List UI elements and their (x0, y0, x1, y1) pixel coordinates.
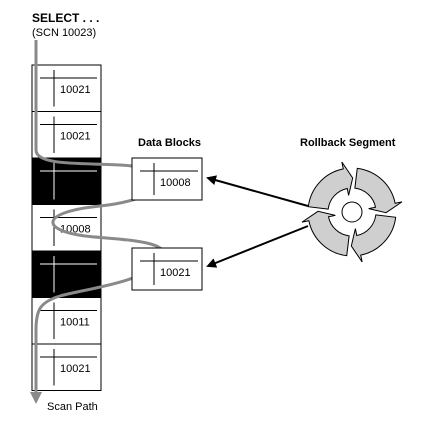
rollback-cycle-arrow (354, 167, 403, 214)
rollback-segment-title: Rollback Segment (300, 137, 396, 149)
data-block-box (131, 247, 203, 291)
table-block-box (31, 343, 102, 391)
data-block: 10008 (131, 157, 203, 201)
table-block-scn: 10024 (60, 270, 91, 282)
scan-path-label: Scan Path (47, 401, 98, 413)
rollback-to-block-10021-arrow (206, 225, 309, 268)
table-block: 10021 (31, 343, 102, 391)
table-block: 10021 (31, 64, 102, 112)
rollback-segment-icon (301, 161, 403, 263)
query-statement: SELECT . . . (32, 11, 99, 25)
data-block-box (131, 157, 203, 201)
table-block-scn: 10024 (60, 177, 91, 189)
rollback-cycle-arrow (350, 214, 397, 263)
table-block: 10021 (31, 111, 102, 159)
data-blocks-group: 10008 10021 (131, 157, 203, 291)
table-block-box (31, 111, 102, 159)
rollback-cycle-arrow (307, 161, 354, 210)
data-block-scn: 10008 (160, 177, 191, 189)
rollback-to-block-10008-arrow (206, 175, 309, 207)
table-block-scn: 10021 (60, 131, 91, 143)
table-block-box (31, 64, 102, 112)
table-block-changed (31, 157, 102, 205)
query-scn: (SCN 10023) (32, 27, 96, 39)
table-block-scn: 10021 (60, 363, 91, 375)
rollback-cycle-arrow (301, 210, 350, 257)
table-block: 10024 (31, 157, 102, 205)
table-block-scn: 10021 (60, 84, 91, 96)
data-block-scn: 10021 (160, 267, 191, 279)
data-block: 10021 (131, 247, 203, 291)
table-block-scn: 10011 (60, 317, 90, 329)
data-blocks-title: Data Blocks (138, 137, 201, 149)
